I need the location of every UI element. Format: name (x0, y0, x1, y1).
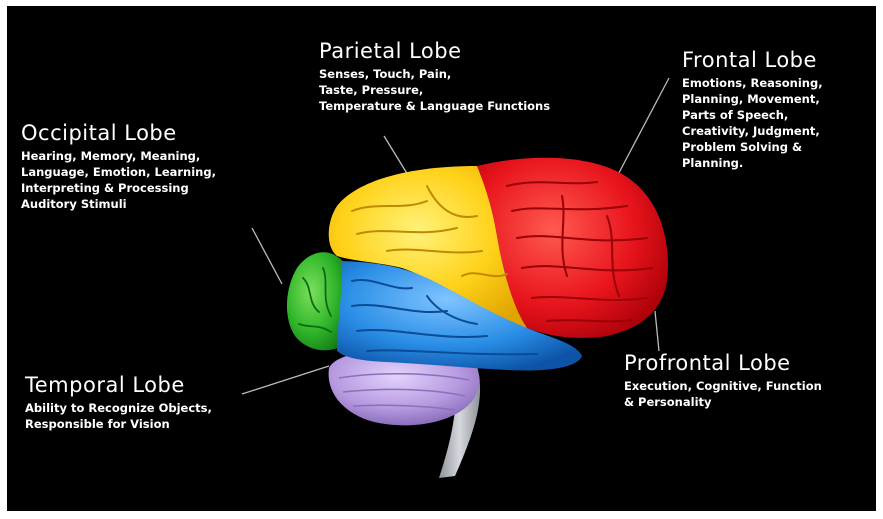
parietal-line: Senses, Touch, Pain, (319, 66, 550, 82)
prefrontal-leader-line (655, 311, 659, 351)
occipital-label: Occipital Lobe Hearing, Memory, Meaning,… (21, 121, 216, 212)
frontal-line: Planning. (682, 155, 823, 171)
temporal-label: Temporal Lobe Ability to Recognize Objec… (25, 373, 212, 432)
frontal-line: Planning, Movement, (682, 91, 823, 107)
frontal-line: Parts of Speech, (682, 107, 823, 123)
parietal-description: Senses, Touch, Pain, Taste, Pressure, Te… (319, 66, 550, 114)
temporal-title: Temporal Lobe (25, 373, 212, 397)
frontal-line: Problem Solving & (682, 139, 823, 155)
prefrontal-line: & Personality (624, 394, 822, 410)
frontal-leader-line (612, 78, 669, 186)
diagram-canvas: Parietal Lobe Senses, Touch, Pain, Taste… (7, 6, 876, 511)
prefrontal-label: Profrontal Lobe Execution, Cognitive, Fu… (624, 351, 822, 410)
temporal-line: Responsible for Vision (25, 416, 212, 432)
parietal-line: Temperature & Language Functions (319, 98, 550, 114)
prefrontal-description: Execution, Cognitive, Function & Persona… (624, 378, 822, 410)
prefrontal-title: Profrontal Lobe (624, 351, 822, 375)
frontal-title: Frontal Lobe (682, 48, 823, 72)
frontal-label: Frontal Lobe Emotions, Reasoning, Planni… (682, 48, 823, 171)
temporal-leader-line (242, 366, 329, 394)
parietal-label: Parietal Lobe Senses, Touch, Pain, Taste… (319, 39, 550, 114)
parietal-line: Taste, Pressure, (319, 82, 550, 98)
occipital-line: Language, Emotion, Learning, (21, 164, 216, 180)
temporal-line: Ability to Recognize Objects, (25, 400, 212, 416)
frontal-line: Creativity, Judgment, (682, 123, 823, 139)
parietal-title: Parietal Lobe (319, 39, 550, 63)
frontal-line: Emotions, Reasoning, (682, 75, 823, 91)
occipital-line: Interpreting & Processing (21, 180, 216, 196)
prefrontal-line: Execution, Cognitive, Function (624, 378, 822, 394)
occipital-description: Hearing, Memory, Meaning, Language, Emot… (21, 148, 216, 212)
frontal-description: Emotions, Reasoning, Planning, Movement,… (682, 75, 823, 171)
occipital-title: Occipital Lobe (21, 121, 216, 145)
occipital-leader-line (252, 228, 282, 284)
temporal-description: Ability to Recognize Objects, Responsibl… (25, 400, 212, 432)
occipital-line: Hearing, Memory, Meaning, (21, 148, 216, 164)
occipital-line: Auditory Stimuli (21, 196, 216, 212)
